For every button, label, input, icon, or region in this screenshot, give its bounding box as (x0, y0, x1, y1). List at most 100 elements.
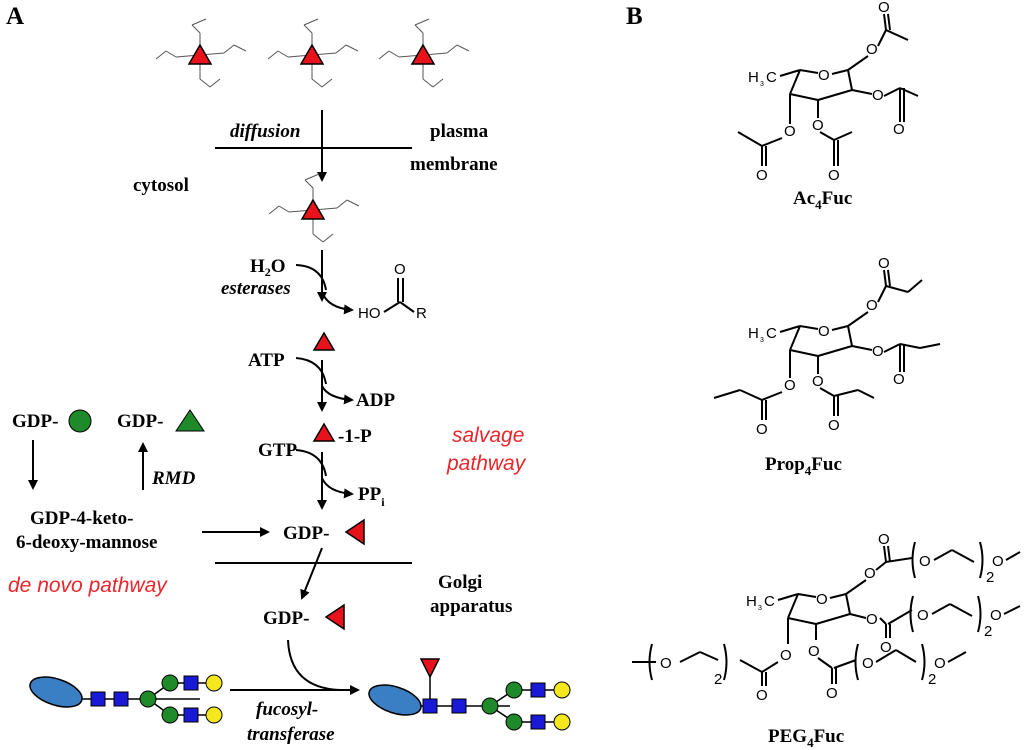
keto-label-2: 6-deoxy-mannose (16, 532, 157, 553)
svg-text:O: O (828, 417, 840, 434)
ac4fuc-structure: H 3 C O O O O O O O O O (737, 0, 919, 184)
svg-text:O: O (934, 655, 946, 672)
prop4fuc-structure: H 3 C O O O O O O O O (713, 255, 941, 438)
svg-text:O: O (893, 371, 905, 388)
svg-text:O: O (990, 607, 1002, 624)
transferase-label: transferase (247, 724, 335, 745)
acid-release-arrow (321, 291, 354, 315)
plasma-label: plasma (430, 121, 489, 142)
svg-text:H: H (748, 69, 759, 86)
adp-label: ADP (356, 390, 395, 411)
golgi-gdp-fucose-label: GDP- (263, 608, 309, 629)
svg-text:3: 3 (758, 605, 762, 612)
fucose-1-phosphate-triangle (312, 422, 336, 442)
ac4fuc-label: Ac4Fuc (793, 188, 852, 212)
transporter-arrow (300, 547, 323, 600)
svg-text:O: O (818, 67, 830, 84)
rmd-label: RMD (151, 468, 196, 489)
fucosyl-label: fucosyl- (256, 699, 318, 720)
fucosylated-glycoprotein (368, 658, 571, 731)
svg-text:O: O (866, 297, 878, 314)
adp-release-arrow (321, 385, 354, 405)
peg4fuc-label: PEG4Fuc (768, 726, 844, 750)
svg-text:O: O (866, 41, 878, 58)
svg-text:O: O (917, 607, 929, 624)
prop4fuc-label: Prop4Fuc (765, 454, 842, 478)
svg-text:O: O (756, 687, 768, 704)
fucose-1-p-label: -1-P (338, 426, 372, 447)
apparatus-label: apparatus (430, 596, 512, 617)
gdp-fucose-label: GDP- (283, 523, 329, 544)
glycoprotein-substrate (29, 674, 223, 724)
svg-text:O: O (660, 655, 672, 672)
svg-text:O: O (866, 611, 878, 628)
svg-text:H: H (746, 593, 757, 610)
svg-text:O: O (756, 167, 768, 184)
diffusion-label: diffusion (230, 121, 300, 142)
gdp-fucose-triangle (344, 518, 365, 546)
esterases-label: esterases (221, 278, 291, 299)
svg-text:C: C (764, 593, 775, 610)
peracylated-fucose-molecule (155, 18, 247, 88)
golgi-label: Golgi (438, 572, 482, 593)
acid-o-label: O (394, 261, 406, 278)
svg-text:2: 2 (986, 569, 994, 586)
atp-label: ATP (248, 350, 285, 371)
svg-text:O: O (992, 553, 1004, 570)
salvage-pathway-label-2: pathway (446, 452, 527, 475)
gdp-intermediate-triangle (175, 409, 205, 432)
svg-text:O: O (864, 565, 876, 582)
svg-text:O: O (878, 0, 890, 16)
mannose-circle (68, 409, 92, 433)
svg-text:3: 3 (760, 337, 764, 344)
gtp-curve (295, 449, 327, 477)
acid-bond (399, 301, 415, 313)
gtp-label: GTP (258, 440, 297, 461)
golgi-gdp-fucose-triangle (324, 603, 345, 631)
svg-text:O: O (872, 343, 884, 360)
keto-label-1: GDP-4-keto- (30, 508, 133, 529)
ppi-release-arrow (321, 477, 354, 499)
de-novo-pathway-label: de novo pathway (8, 574, 168, 597)
svg-text:2: 2 (714, 671, 722, 688)
svg-text:O: O (780, 647, 792, 664)
svg-text:O: O (818, 323, 830, 340)
free-fucose-triangle (312, 331, 336, 351)
svg-text:O: O (826, 685, 838, 702)
ppi-label: PPi (358, 484, 385, 509)
fucosyl-curve (287, 639, 341, 691)
salvage-pathway-label-1: salvage (452, 424, 524, 447)
svg-text:C: C (766, 69, 777, 86)
acid-ho-label: HO (358, 305, 381, 322)
atp-curve (295, 357, 327, 385)
cytosol-label: cytosol (133, 175, 189, 196)
panel-label-b: B (626, 3, 643, 30)
peg4fuc-structure: H 3 C O O O O 2 O O O O (632, 531, 1021, 704)
svg-text:O: O (784, 377, 796, 394)
svg-text:2: 2 (928, 671, 936, 688)
intracellular-fucose-analog (268, 173, 360, 243)
svg-text:O: O (808, 643, 820, 660)
svg-text:3: 3 (760, 81, 764, 88)
svg-text:O: O (812, 373, 824, 390)
svg-text:O: O (816, 591, 828, 608)
svg-text:O: O (872, 87, 884, 104)
membrane-label: membrane (410, 154, 498, 175)
svg-text:O: O (828, 167, 840, 184)
water-curve (295, 264, 327, 291)
svg-text:O: O (880, 639, 892, 656)
svg-text:O: O (893, 121, 905, 138)
panel-label-a: A (6, 3, 24, 30)
svg-text:O: O (878, 531, 890, 548)
water-label: H2O (250, 256, 286, 279)
svg-text:C: C (766, 325, 777, 342)
svg-text:O: O (878, 255, 890, 272)
gdp-mannose-label: GDP- (12, 411, 58, 432)
gdp-intermediate-label: GDP- (117, 411, 163, 432)
acid-bond (383, 301, 401, 313)
svg-text:O: O (756, 421, 768, 438)
acid-r-label: R (416, 305, 427, 322)
peracylated-fucose-molecule (267, 18, 359, 88)
svg-text:O: O (862, 655, 874, 672)
